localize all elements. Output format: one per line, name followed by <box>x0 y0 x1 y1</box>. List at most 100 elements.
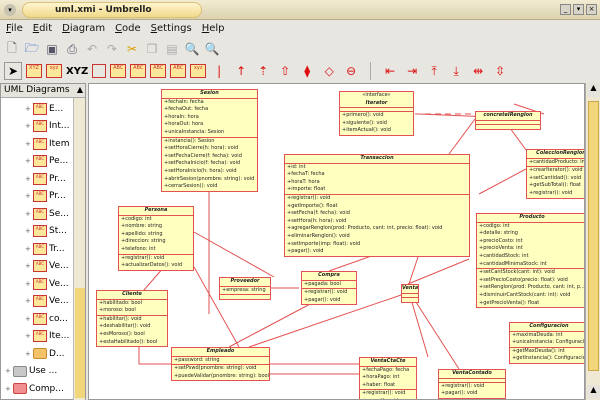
scroll-up-icon[interactable]: ▲ <box>587 83 600 97</box>
expand-icon[interactable]: + <box>25 279 31 288</box>
expand-icon[interactable]: + <box>25 227 31 235</box>
expand-icon[interactable]: + <box>25 332 31 340</box>
align-left-icon[interactable]: ⇤ <box>385 64 396 78</box>
tree-item[interactable]: +D... <box>25 345 65 362</box>
scroll-up-icon[interactable]: ▲ <box>587 385 600 399</box>
association-line[interactable] <box>248 293 405 348</box>
box-tool-icon[interactable] <box>92 64 107 78</box>
menu-edit[interactable]: Edit <box>32 23 53 34</box>
expand-icon[interactable]: + <box>5 384 11 393</box>
zoom-100-icon[interactable]: 🔍 <box>204 42 220 56</box>
open-icon[interactable]: 🗁 <box>24 40 40 55</box>
association-icon[interactable]: | <box>217 64 222 78</box>
paste-icon[interactable]: ▤ <box>166 42 178 56</box>
entity-tool-icon[interactable]: ABC <box>170 64 187 78</box>
expand-icon[interactable]: + <box>5 367 11 375</box>
undo-icon[interactable]: ↶ <box>86 42 98 56</box>
containment-icon[interactable]: ⊖ <box>346 64 357 78</box>
sort-arrow-icon[interactable]: ▲ <box>76 85 83 94</box>
class-box[interactable]: Producto+codigo: int+detalle: string+pre… <box>476 213 584 309</box>
class-box[interactable]: ColeccionRenglon+cantidadProducto: int+c… <box>526 149 584 199</box>
association-line[interactable] <box>193 231 275 278</box>
class-tool-icon[interactable]: XYZ <box>26 64 42 78</box>
expand-icon[interactable]: + <box>25 139 31 148</box>
association-line[interactable] <box>413 298 460 370</box>
close-button[interactable]: × <box>586 4 597 15</box>
association-line[interactable] <box>407 258 470 285</box>
align-hcenter-icon[interactable]: ⇹ <box>473 64 484 78</box>
class-box[interactable]: «interface»Iterator+primero(): void+sigu… <box>339 91 414 136</box>
class-box[interactable]: VentaContado+registrar(): void+pagar(): … <box>438 369 506 399</box>
canvas-scroll-thumb[interactable] <box>588 101 599 371</box>
align-right-icon[interactable]: ⇥ <box>407 64 418 78</box>
tree-scroll-thumb[interactable] <box>75 288 85 398</box>
dependency-icon[interactable]: ⇡ <box>258 64 269 78</box>
expand-icon[interactable]: + <box>25 104 31 113</box>
interface-tool-icon[interactable]: ABC <box>110 64 127 78</box>
enum-tool-icon[interactable]: ABC <box>150 64 167 78</box>
class-box[interactable]: VentaCtaCte+fechaPago: fecha+horaPago: i… <box>359 357 417 399</box>
expand-icon[interactable]: + <box>25 192 31 200</box>
expand-icon[interactable]: + <box>25 314 31 323</box>
association-line[interactable] <box>410 298 429 358</box>
save-icon[interactable]: ▣ <box>46 42 58 56</box>
component-tool-icon[interactable]: xyz <box>190 64 207 78</box>
expand-icon[interactable]: + <box>25 122 31 130</box>
class-box[interactable]: Transaccion+id: int+fechaT: fecha+horaT:… <box>284 154 470 257</box>
text-tool[interactable]: XYZ <box>66 65 89 77</box>
datatype-tool-icon[interactable]: ABC <box>130 64 147 78</box>
menu-diagram[interactable]: Diagram <box>62 23 106 34</box>
generalization-icon[interactable]: ↑ <box>236 64 247 78</box>
association-line[interactable] <box>143 266 165 291</box>
expand-icon[interactable]: + <box>25 349 31 358</box>
align-top-icon[interactable]: ⤒ <box>431 63 437 78</box>
class-box[interactable]: Empleado+password: string+setPswd(pnombr… <box>171 347 270 382</box>
copy-icon[interactable]: ❐ <box>146 42 158 56</box>
realization-icon[interactable]: ⇧ <box>280 64 291 78</box>
menu-help[interactable]: Help <box>201 23 225 34</box>
association-line[interactable] <box>448 118 476 155</box>
cut-icon[interactable]: ✂ <box>126 42 138 56</box>
menu-settings[interactable]: Settings <box>150 23 192 34</box>
align-bottom-icon[interactable]: ⤓ <box>453 63 459 78</box>
canvas-scrollbar[interactable]: ▲ ▲ <box>585 83 600 400</box>
maximize-button[interactable]: ▾ <box>573 4 584 15</box>
select-arrow-icon[interactable]: ➤ <box>4 62 22 80</box>
expand-icon[interactable]: + <box>25 244 31 253</box>
class-box[interactable]: Sesion+fechaIn: fecha+fechaOut: fecha+ho… <box>161 89 258 192</box>
zoom-icon[interactable]: 🔍 <box>184 42 200 56</box>
tree-scrollbar[interactable] <box>73 98 85 400</box>
aggregation-icon[interactable]: ◇ <box>324 64 334 78</box>
class-box[interactable]: Cliente+habilitado: bool+moroso: bool+ha… <box>96 290 168 348</box>
class-box[interactable]: Compra+pagada: bool+registrar(): void+pa… <box>301 271 357 306</box>
minimize-button[interactable]: _ <box>560 4 571 15</box>
menu-code[interactable]: Code <box>115 23 141 34</box>
tree-item[interactable]: +Use ... <box>5 363 57 380</box>
expand-icon[interactable]: + <box>25 297 31 305</box>
new-icon[interactable]: 🗋 <box>7 40 17 55</box>
redo-icon[interactable]: ↷ <box>106 42 118 56</box>
window-menu-button[interactable]: ▾ <box>4 4 16 16</box>
diagram-canvas[interactable]: Sesion+fechaIn: fecha+fechaOut: fecha+ho… <box>88 83 585 400</box>
package-tool-icon[interactable]: xyz <box>46 64 62 78</box>
association-line[interactable] <box>408 253 420 285</box>
expand-icon[interactable]: + <box>25 174 31 183</box>
menu-file[interactable]: File <box>6 23 23 34</box>
tree-item[interactable]: +Comp... <box>5 380 64 397</box>
association-line[interactable] <box>328 253 378 272</box>
class-box[interactable]: Configuracion+maximaDeuda: int+unicaInst… <box>509 322 584 364</box>
composition-icon[interactable]: ⧫ <box>304 64 311 78</box>
association-line[interactable] <box>478 168 527 195</box>
